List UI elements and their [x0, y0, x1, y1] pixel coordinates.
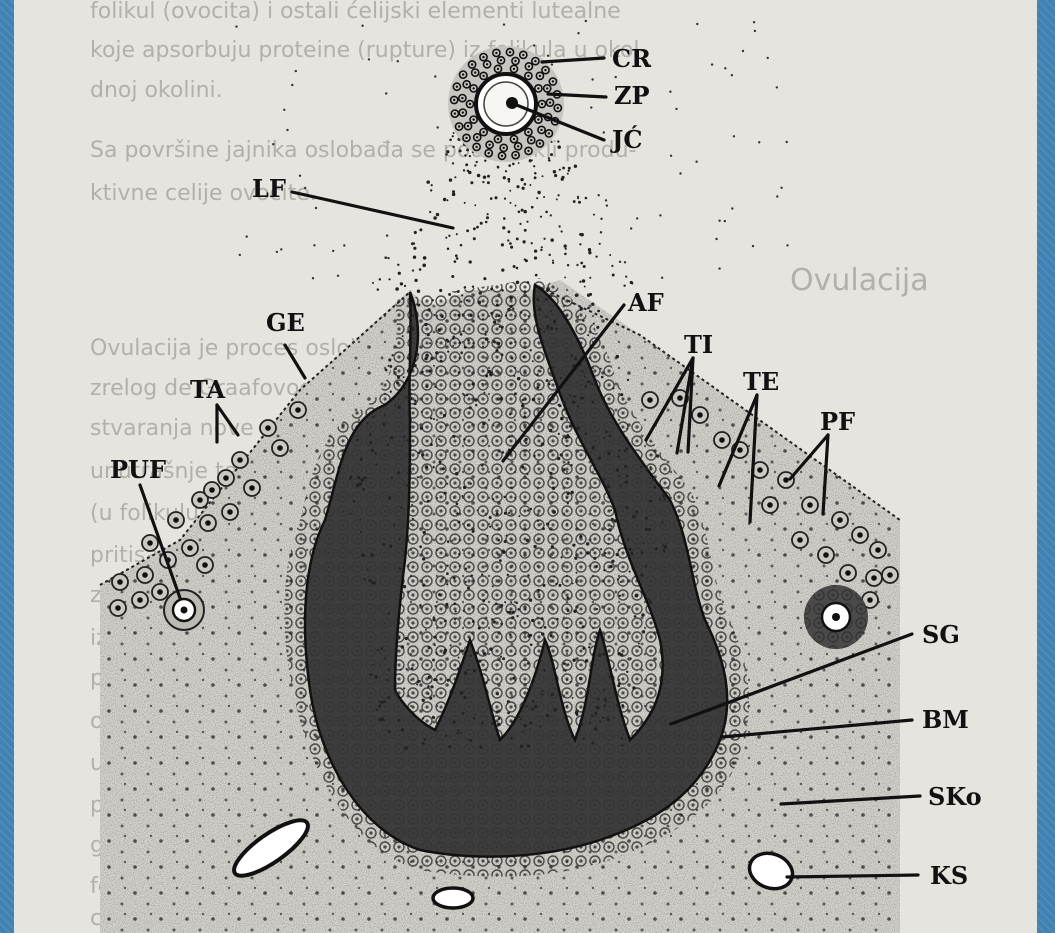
ovulation-diagram: folikul (ovocita) i ostali ćelijski elem…	[14, 0, 1037, 933]
label-ta: TA	[190, 375, 226, 404]
label-te: TE	[743, 367, 779, 396]
label-bm: BM	[922, 705, 969, 734]
label-jc: JĆ	[610, 125, 642, 154]
label-sko: SKo	[928, 782, 982, 811]
book-page: folikul (ovocita) i ostali ćelijski elem…	[14, 0, 1037, 933]
background-heading: Ovulacija	[790, 263, 929, 298]
label-ge: GE	[266, 308, 305, 337]
label-af: AF	[627, 288, 664, 317]
label-cr: CR	[612, 44, 652, 73]
background-text-line: dnoj okolini.	[90, 78, 223, 103]
label-sg: SG	[922, 620, 960, 649]
background-text-line: folikul (ovocita) i ostali ćelijski elem…	[90, 0, 621, 24]
primary-unilaminar-follicle	[164, 590, 204, 630]
label-pf: PF	[820, 407, 855, 436]
label-ti: TI	[684, 330, 713, 359]
label-ks: KS	[930, 861, 968, 890]
secondary-follicle	[804, 585, 868, 649]
background-text-line: Sa površine jajnika oslobađa se poodmakl…	[90, 138, 637, 163]
label-zp: ZP	[614, 81, 650, 110]
label-lf: LF	[252, 174, 286, 203]
released-oocyte	[448, 46, 564, 162]
label-puf: PUF	[110, 455, 166, 484]
